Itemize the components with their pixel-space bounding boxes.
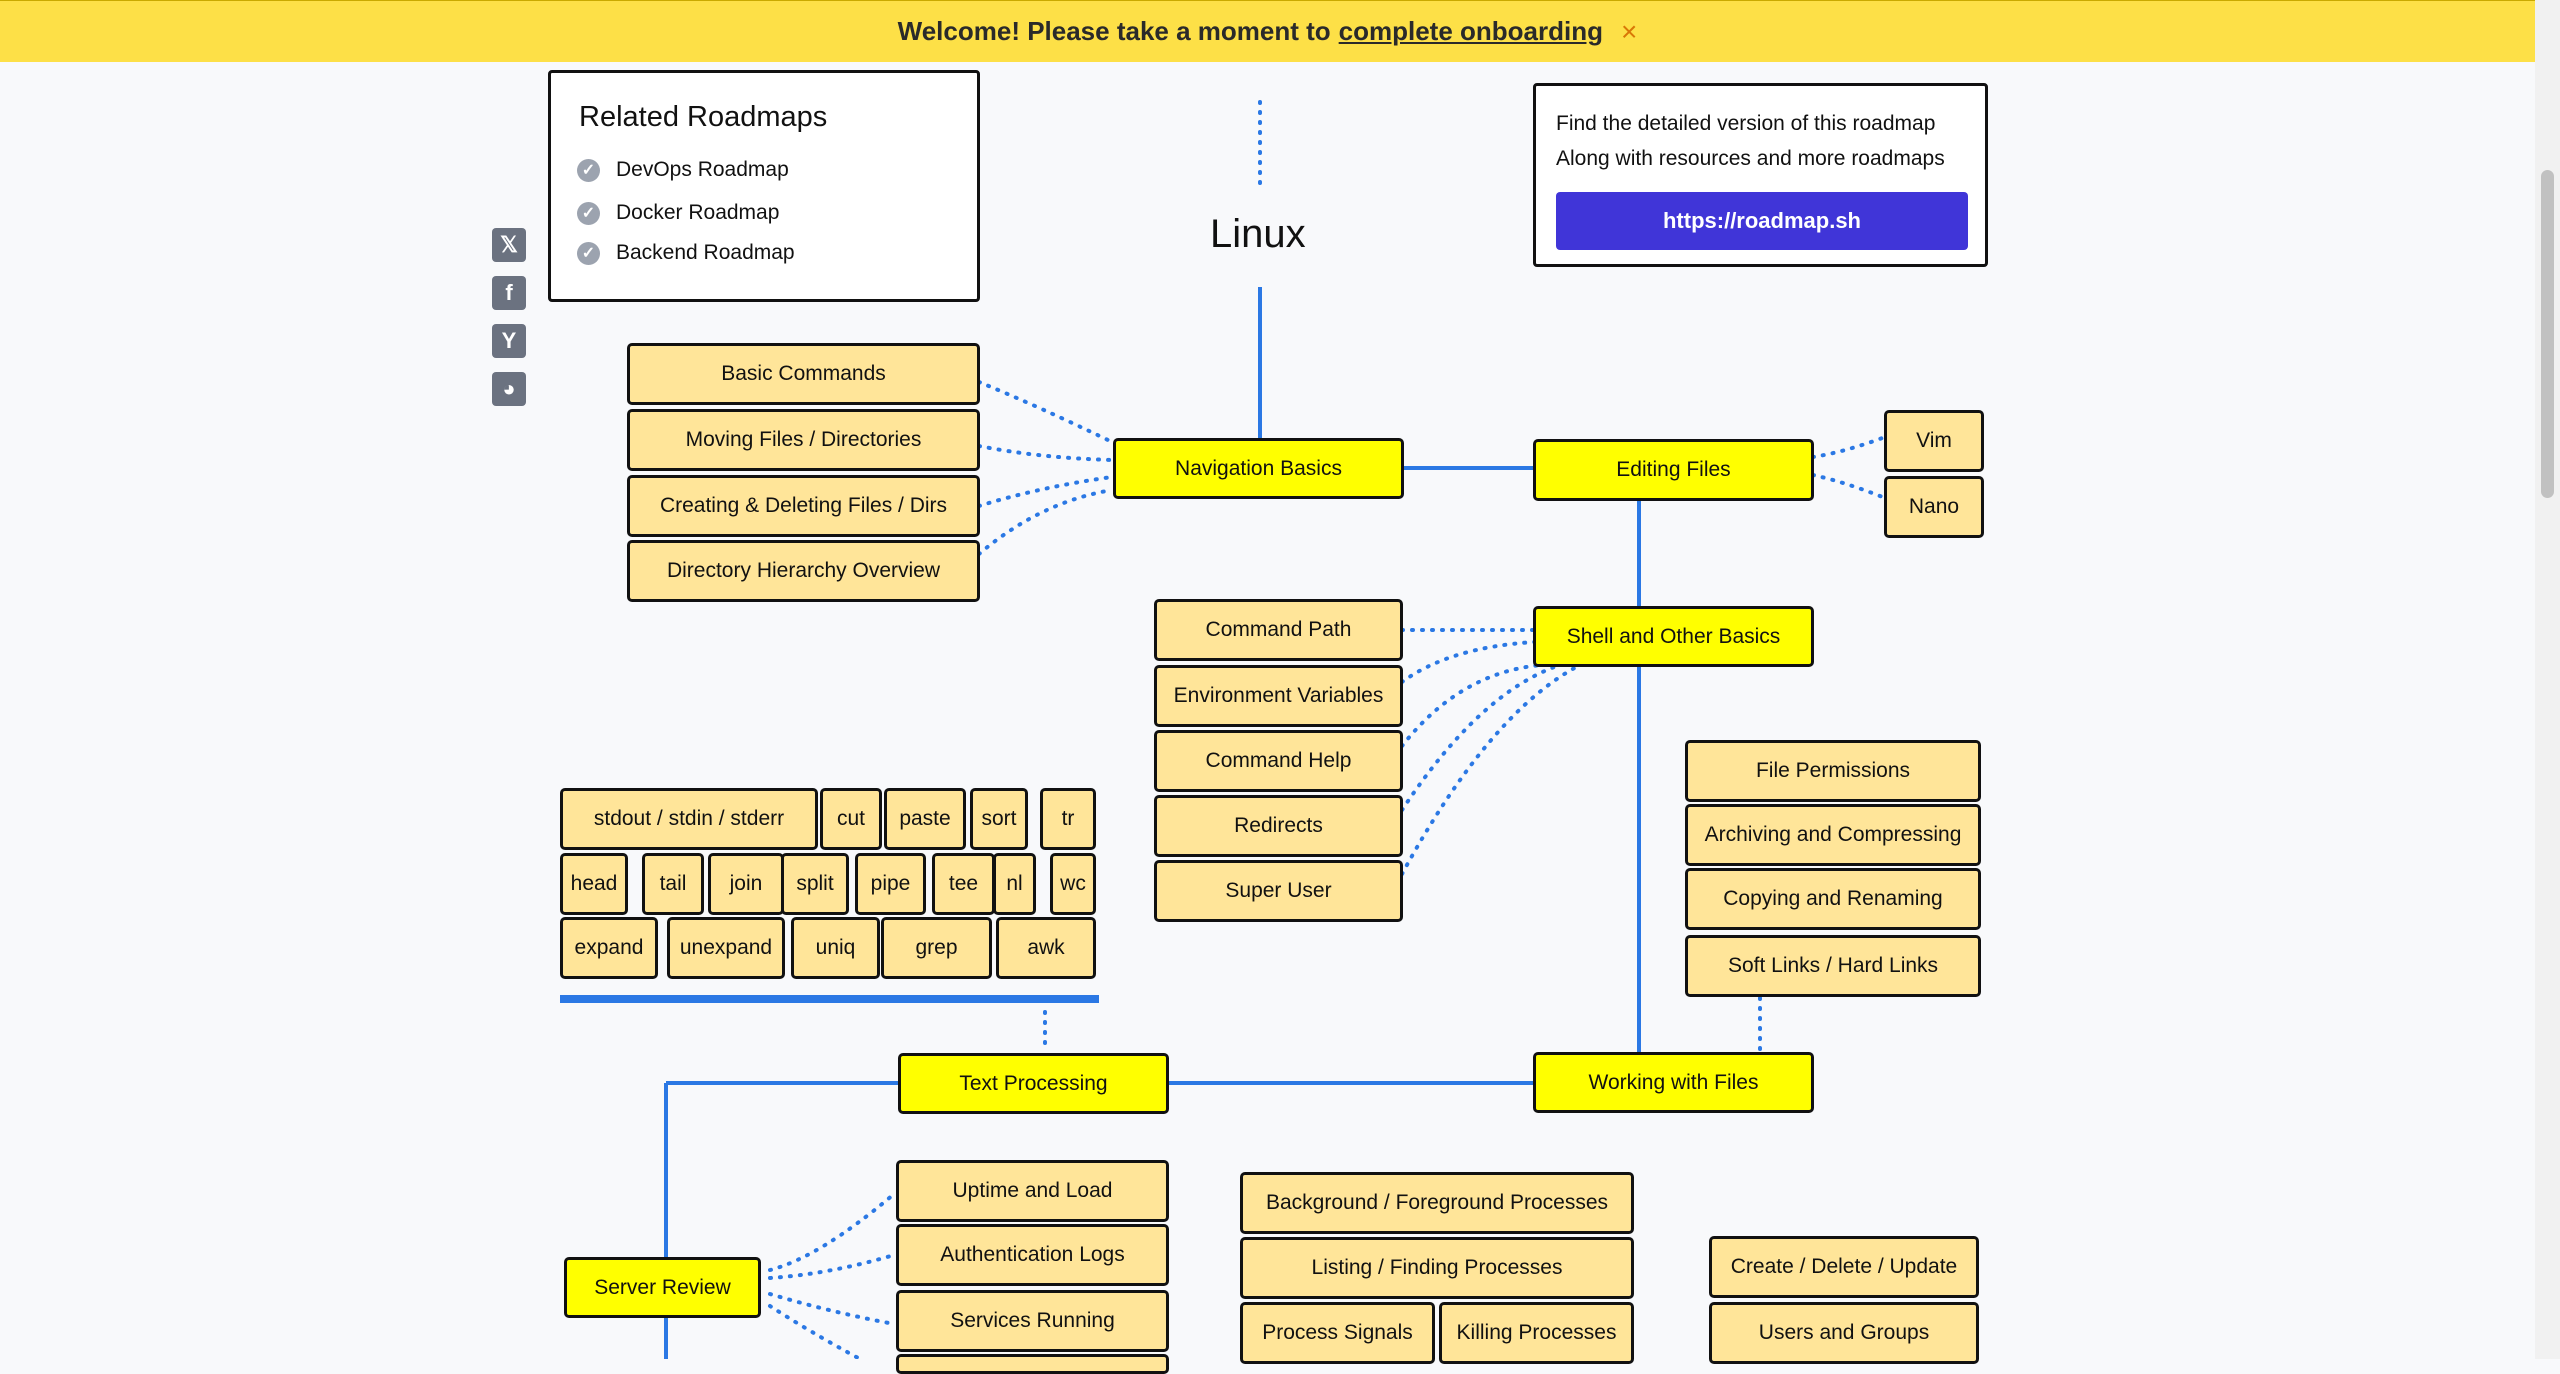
sub-super-user[interactable]: Super User	[1154, 860, 1403, 922]
connector-lines	[560, 100, 1887, 1359]
sub-create-delete-update[interactable]: Create / Delete / Update	[1709, 1236, 1979, 1298]
sub-command-help[interactable]: Command Help	[1154, 730, 1403, 792]
check-icon: ✓	[577, 241, 600, 265]
dot-auth-logs	[768, 1253, 896, 1280]
tool-stdout-stdin-stderr[interactable]: stdout / stdin / stderr	[560, 788, 818, 850]
tool-join[interactable]: join	[708, 853, 784, 915]
promo-line-1: Find the detailed version of this roadma…	[1556, 112, 1936, 135]
sub-listing-processes[interactable]: Listing / Finding Processes	[1240, 1237, 1634, 1299]
sub-background-foreground[interactable]: Background / Foreground Processes	[1240, 1172, 1634, 1234]
sub-redirects[interactable]: Redirects	[1154, 795, 1403, 857]
topic-server-review[interactable]: Server Review	[564, 1257, 761, 1318]
sub-vim[interactable]: Vim	[1884, 410, 1984, 472]
sub-directory-hierarchy[interactable]: Directory Hierarchy Overview	[627, 540, 980, 602]
tool-tail[interactable]: tail	[642, 853, 704, 915]
dot-creating-files	[977, 475, 1114, 508]
detailed-version-panel: Find the detailed version of this roadma…	[1533, 83, 1988, 267]
topic-editing-files[interactable]: Editing Files	[1533, 439, 1814, 501]
sub-moving-files[interactable]: Moving Files / Directories	[627, 409, 980, 471]
sub-command-path[interactable]: Command Path	[1154, 599, 1403, 661]
dot-super-user	[1400, 663, 1582, 876]
related-roadmaps-panel: Related Roadmaps ✓ DevOps Roadmap ✓ Dock…	[548, 70, 980, 302]
banner-text: Welcome! Please take a moment to	[897, 16, 1331, 46]
complete-onboarding-link[interactable]: complete onboarding	[1338, 16, 1603, 46]
sub-process-signals[interactable]: Process Signals	[1240, 1302, 1435, 1364]
close-icon[interactable]: ×	[1621, 15, 1638, 47]
topic-navigation-basics[interactable]: Navigation Basics	[1113, 438, 1404, 499]
hackernews-share-icon[interactable]: Y	[492, 324, 526, 358]
related-item-label: Backend Roadmap	[616, 241, 795, 264]
tool-awk[interactable]: awk	[996, 917, 1096, 979]
facebook-share-icon[interactable]: f	[492, 276, 526, 310]
tool-paste[interactable]: paste	[884, 788, 966, 850]
sub-killing-processes[interactable]: Killing Processes	[1439, 1302, 1634, 1364]
tool-split[interactable]: split	[781, 853, 849, 915]
promo-line-2: Along with resources and more roadmaps	[1556, 147, 1945, 170]
check-icon: ✓	[577, 158, 600, 182]
sub-services-running[interactable]: Services Running	[896, 1290, 1169, 1352]
related-backend-link[interactable]: ✓ Backend Roadmap	[577, 241, 795, 265]
tool-tr[interactable]: tr	[1040, 788, 1096, 850]
reddit-share-icon[interactable]: ◕	[492, 372, 526, 406]
sub-nano[interactable]: Nano	[1884, 476, 1984, 538]
tool-tee[interactable]: tee	[932, 853, 995, 915]
scrollbar-thumb[interactable]	[2541, 170, 2554, 498]
dot-env-vars	[1400, 640, 1537, 684]
tool-unexpand[interactable]: unexpand	[667, 917, 785, 979]
sub-authentication-logs[interactable]: Authentication Logs	[896, 1224, 1169, 1286]
sub-creating-deleting-files[interactable]: Creating & Deleting Files / Dirs	[627, 475, 980, 537]
sub-file-permissions[interactable]: File Permissions	[1685, 740, 1981, 802]
tool-nl[interactable]: nl	[993, 853, 1036, 915]
tool-wc[interactable]: wc	[1050, 853, 1096, 915]
sub-users-groups[interactable]: Users and Groups	[1709, 1302, 1979, 1364]
related-roadmaps-heading: Related Roadmaps	[579, 101, 828, 133]
sub-copying-renaming[interactable]: Copying and Renaming	[1685, 868, 1981, 930]
topic-text-processing[interactable]: Text Processing	[898, 1053, 1169, 1114]
tool-expand[interactable]: expand	[560, 917, 658, 979]
tool-sort[interactable]: sort	[970, 788, 1028, 850]
tool-head[interactable]: head	[560, 853, 628, 915]
roadmap-title: Linux	[1210, 212, 1306, 256]
dot-more	[768, 1304, 862, 1359]
topic-shell-basics[interactable]: Shell and Other Basics	[1533, 606, 1814, 667]
dot-uptime	[768, 1192, 896, 1272]
sub-environment-variables[interactable]: Environment Variables	[1154, 665, 1403, 727]
sub-server-more[interactable]	[896, 1354, 1169, 1374]
tool-grep[interactable]: grep	[881, 917, 992, 979]
check-icon: ✓	[577, 201, 600, 225]
topic-working-with-files[interactable]: Working with Files	[1533, 1052, 1814, 1113]
dot-command-help	[1400, 663, 1544, 748]
related-item-label: Docker Roadmap	[616, 201, 780, 224]
related-docker-link[interactable]: ✓ Docker Roadmap	[577, 201, 779, 225]
onboarding-banner: Welcome! Please take a moment to complet…	[0, 0, 2535, 62]
dot-nano	[1811, 473, 1887, 500]
dot-basic-commands	[977, 380, 1114, 444]
sub-archiving-compressing[interactable]: Archiving and Compressing	[1685, 804, 1981, 866]
sub-soft-hard-links[interactable]: Soft Links / Hard Links	[1685, 935, 1981, 997]
sub-uptime-load[interactable]: Uptime and Load	[896, 1160, 1169, 1222]
dot-moving-files	[977, 444, 1114, 462]
roadmap-sh-button[interactable]: https://roadmap.sh	[1556, 192, 1968, 250]
related-item-label: DevOps Roadmap	[616, 158, 789, 181]
x-share-icon[interactable]: 𝕏	[492, 228, 526, 262]
tool-pipe[interactable]: pipe	[855, 853, 926, 915]
related-devops-link[interactable]: ✓ DevOps Roadmap	[577, 158, 789, 182]
dot-vim	[1811, 435, 1887, 459]
dot-services	[768, 1292, 896, 1326]
tool-cut[interactable]: cut	[820, 788, 882, 850]
sub-basic-commands[interactable]: Basic Commands	[627, 343, 980, 405]
tool-uniq[interactable]: uniq	[791, 917, 880, 979]
dot-directory-hierarchy	[977, 488, 1114, 556]
scrollbar[interactable]	[2535, 0, 2560, 1359]
roadmap-canvas: Related Roadmaps ✓ DevOps Roadmap ✓ Dock…	[480, 62, 2040, 1374]
dot-redirects	[1400, 663, 1562, 812]
